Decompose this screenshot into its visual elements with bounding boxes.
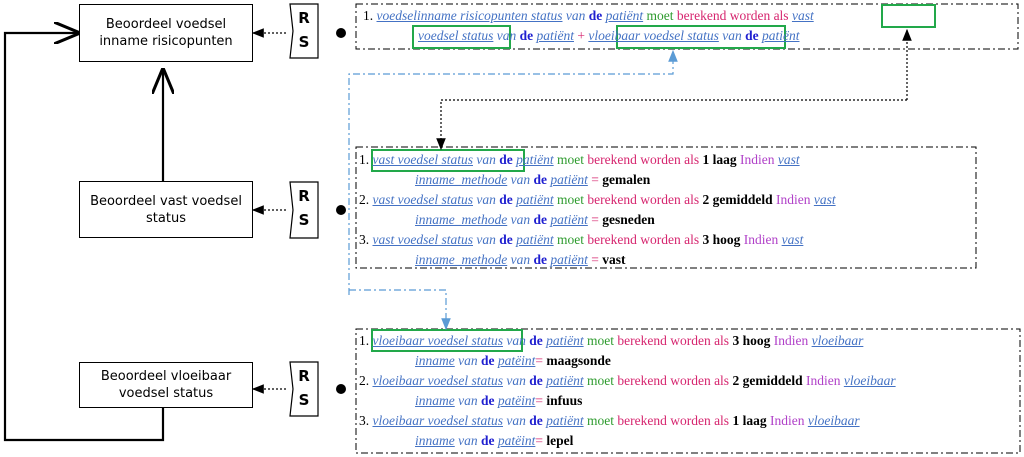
rules-solid-frame	[355, 146, 977, 269]
bullet-bot	[336, 384, 346, 394]
rule-liquid-1a: 1. vloeibaar voedsel status van de patië…	[359, 333, 864, 348]
rule-liquid-3b: inname van de patëint= lepel	[415, 433, 574, 448]
dep-arrow-down	[436, 99, 907, 151]
edge-liquid-to-risk	[3, 33, 165, 442]
highlight-vast-status	[371, 149, 525, 172]
box-risk: Beoordeel voedsel inname risicopunten	[79, 4, 253, 62]
rule-solid-1a: 1. vast voedsel status van de patiënt mo…	[359, 152, 800, 167]
rule-top-line1: 1. voedselinname risicopunten status van…	[363, 8, 814, 23]
rs-bot-r: R	[298, 367, 310, 385]
rs-top: R S	[294, 10, 314, 50]
rule-solid-3b: inname_methode van de patiënt = vast	[415, 252, 626, 267]
rs-mid-s: S	[298, 211, 310, 229]
rule-liquid-2b: inname van de patëint= infuus	[415, 393, 583, 408]
rule-liquid-2a: 2. vloeibaar voedsel status van de patië…	[359, 373, 896, 388]
rule-solid-1b: inname_methode van de patiënt = gemalen	[415, 172, 651, 187]
rule-num: 1.	[363, 8, 374, 23]
bullet-top	[336, 28, 346, 38]
rule-liquid-3a: 3. vloeibaar voedsel status van de patië…	[359, 413, 860, 428]
attr-vast: vast	[791, 8, 814, 23]
rule-solid-3a: 3. vast voedsel status van de patiënt mo…	[359, 232, 804, 247]
box-solid-label: Beoordeel vast voedsel status	[90, 193, 242, 226]
rules-liquid-frame	[355, 328, 1021, 454]
rs-shape-bot	[289, 361, 319, 417]
rule-solid-2b: inname_methode van de patiënt = gesneden	[415, 212, 655, 227]
rs-bot-s: S	[298, 391, 310, 409]
highlight-voedsel-status	[412, 25, 511, 49]
box-liquid: Beoordeel vloeibaar voedsel status	[79, 362, 253, 408]
rs-mid-r: R	[298, 187, 310, 205]
dep-blue-down	[349, 289, 451, 331]
rs-top-s: S	[298, 33, 310, 51]
highlight-vast	[881, 4, 936, 28]
rs-shape-mid	[289, 181, 319, 239]
rule-top-line2: voedsel status van de patiënt + vloeibaa…	[418, 28, 800, 43]
box-liquid-label: Beoordeel vloeibaar voedsel status	[100, 369, 232, 401]
rs-mid: R S	[294, 188, 314, 228]
dep-blue-up	[348, 49, 678, 295]
bullet-mid	[336, 205, 346, 215]
attr-risk: voedselinname risicopunten status	[376, 8, 563, 23]
box-risk-label: Beoordeel voedsel inname risicopunten	[99, 17, 233, 49]
attr-vast-short: vast	[777, 152, 800, 167]
rule-liquid-1b: inname van de patëint= maagsonde	[415, 353, 611, 368]
rule-solid-2a: 2. vast voedsel status van de patiënt mo…	[359, 192, 836, 207]
highlight-vloeibaar-top	[616, 25, 786, 49]
rs-top-r: R	[298, 9, 310, 27]
box-solid: Beoordeel vast voedsel status	[79, 181, 253, 238]
rs-shape-top	[289, 3, 319, 59]
rs-bot: R S	[294, 368, 314, 408]
